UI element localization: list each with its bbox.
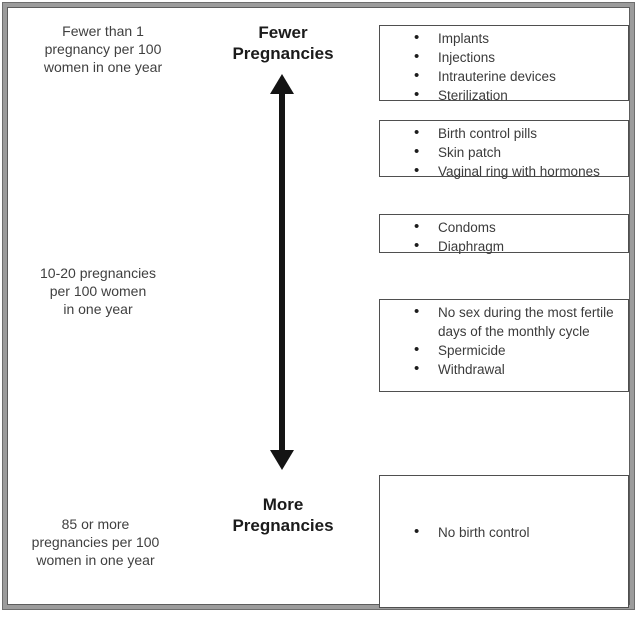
method-item: Implants bbox=[380, 28, 626, 48]
method-item: Sterilization bbox=[380, 85, 626, 105]
method-box-barrier: Condoms Diaphragm bbox=[379, 214, 629, 256]
method-box-behavioral: No sex during the most fertile days of t… bbox=[379, 299, 629, 392]
method-item-text: No sex during the most fertile days of t… bbox=[438, 305, 614, 339]
rate-label-middle: 10-20 pregnancies per 100 women in one y… bbox=[40, 265, 156, 317]
method-list: No birth control bbox=[380, 520, 628, 542]
method-item: Skin patch bbox=[380, 142, 626, 162]
method-box-none: No birth control bbox=[379, 475, 629, 608]
method-item: Spermicide bbox=[380, 340, 626, 360]
arrow-up-head bbox=[270, 74, 294, 94]
method-item: Withdrawal bbox=[380, 359, 626, 379]
method-item: Intrauterine devices bbox=[380, 66, 626, 86]
method-box-most-effective: Implants Injections Intrauterine devices… bbox=[379, 25, 629, 104]
method-item: Injections bbox=[380, 47, 626, 67]
method-item: No sex during the most fertile days of t… bbox=[380, 302, 626, 341]
method-list: Birth control pills Skin patch Vaginal r… bbox=[380, 121, 628, 181]
method-item: No birth control bbox=[380, 522, 626, 542]
arrow-shaft bbox=[279, 92, 285, 452]
method-list: Condoms Diaphragm bbox=[380, 215, 628, 256]
rate-label-most: 85 or more pregnancies per 100 women in … bbox=[31, 516, 160, 568]
heading-fewer-pregnancies: Fewer Pregnancies bbox=[232, 23, 334, 63]
method-item: Condoms bbox=[380, 217, 626, 237]
method-box-hormonal: Birth control pills Skin patch Vaginal r… bbox=[379, 120, 629, 180]
rate-label-fewest: Fewer than 1 pregnancy per 100 women in … bbox=[43, 23, 163, 75]
arrow-down-head bbox=[270, 450, 294, 470]
method-list: No sex during the most fertile days of t… bbox=[380, 300, 628, 379]
method-item: Diaphragm bbox=[380, 236, 626, 256]
heading-more-pregnancies: More Pregnancies bbox=[232, 495, 334, 535]
method-item: Birth control pills bbox=[380, 123, 626, 143]
method-list: Implants Injections Intrauterine devices… bbox=[380, 26, 628, 105]
method-item: Vaginal ring with hormones bbox=[380, 161, 626, 181]
